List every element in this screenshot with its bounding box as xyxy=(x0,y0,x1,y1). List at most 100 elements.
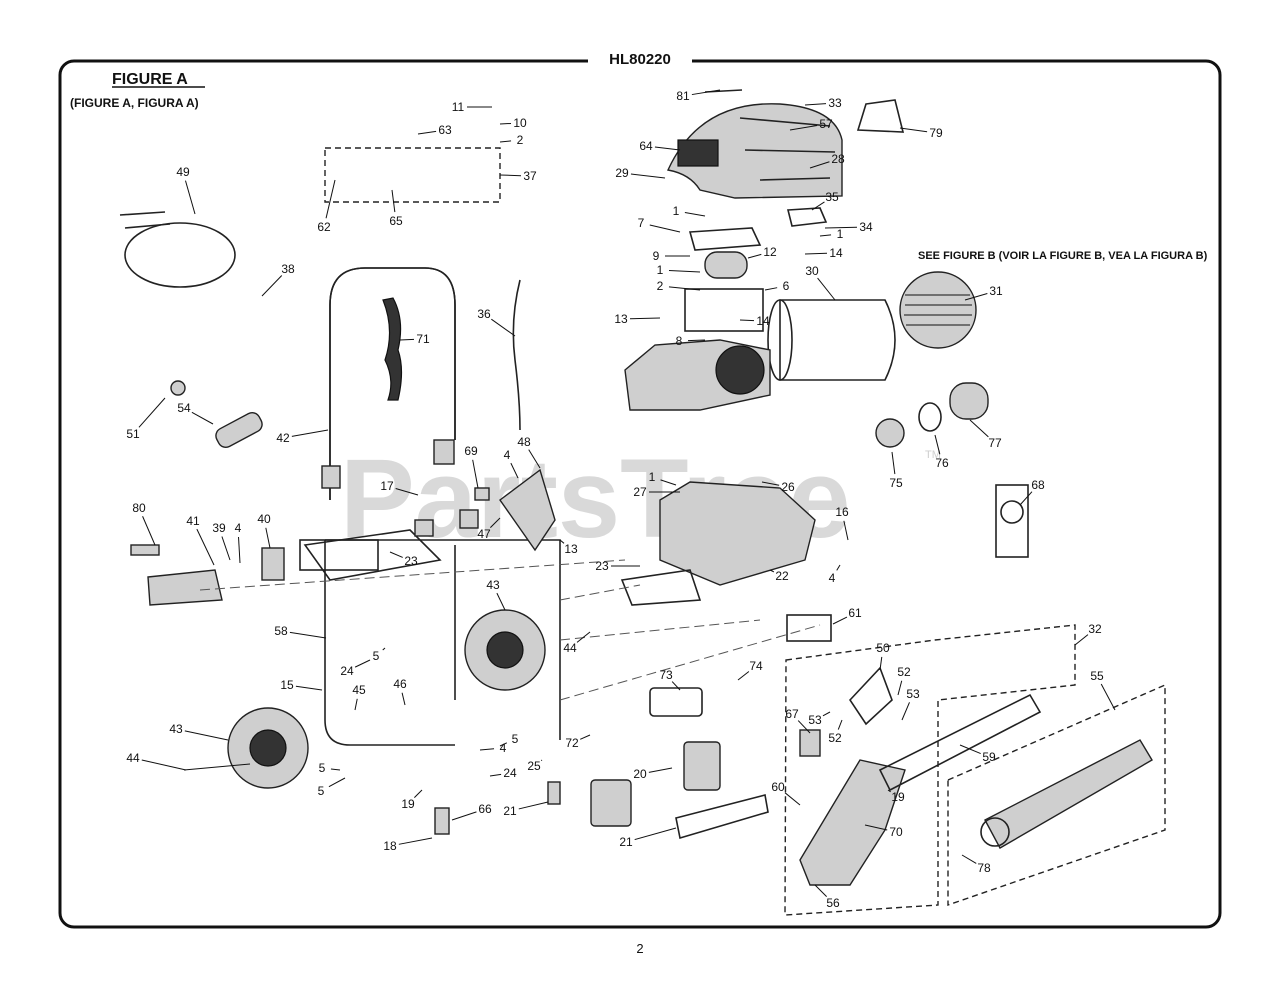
callout-75: 75 xyxy=(889,476,903,490)
callout-68: 68 xyxy=(1031,478,1045,492)
callout-71: 71 xyxy=(416,332,430,346)
label-79 xyxy=(856,99,905,133)
leader-line-1 xyxy=(668,269,701,273)
callout-4: 4 xyxy=(235,521,242,535)
callout-70: 70 xyxy=(889,825,903,839)
group-37 xyxy=(324,147,501,203)
leader-line-79 xyxy=(899,127,928,133)
leader-line-39 xyxy=(221,536,231,561)
leader-line-24 xyxy=(489,773,502,777)
leader-line-63 xyxy=(417,130,437,135)
callout-19: 19 xyxy=(891,790,905,804)
leader-line-68 xyxy=(1019,491,1033,506)
leader-line-52 xyxy=(897,680,903,696)
leader-line-38 xyxy=(261,275,283,297)
callout-21: 21 xyxy=(503,804,517,818)
leader-line-42 xyxy=(291,429,329,437)
callout-19: 19 xyxy=(401,797,415,811)
leader-line-4 xyxy=(510,462,519,479)
part-drawings xyxy=(119,89,1166,916)
holder-20a xyxy=(590,779,632,827)
leader-line-72 xyxy=(580,734,591,740)
leader-line-19 xyxy=(414,789,423,798)
label-80 xyxy=(130,544,160,556)
leader-line-4 xyxy=(836,564,841,571)
callout-8: 8 xyxy=(676,334,683,348)
callout-41: 41 xyxy=(186,514,200,528)
leader-line-10 xyxy=(499,122,512,125)
leader-line-75 xyxy=(891,451,896,475)
callout-18: 18 xyxy=(383,839,397,853)
callout-53: 53 xyxy=(906,687,920,701)
callout-4: 4 xyxy=(500,741,507,755)
leader-line-57 xyxy=(789,124,818,131)
leader-line-5 xyxy=(330,768,341,771)
leader-line-73 xyxy=(671,681,681,691)
callout-9: 9 xyxy=(653,249,660,263)
callout-72: 72 xyxy=(565,736,579,750)
callout-56: 56 xyxy=(826,896,840,910)
leader-line-67 xyxy=(797,720,811,734)
callout-55: 55 xyxy=(1090,669,1104,683)
bracket-40 xyxy=(261,547,285,581)
leader-line-26 xyxy=(761,481,780,486)
callout-79: 79 xyxy=(929,126,943,140)
callout-24: 24 xyxy=(503,766,517,780)
base-22 xyxy=(659,481,816,586)
callout-4: 4 xyxy=(829,571,836,585)
callout-66: 66 xyxy=(478,802,492,816)
leader-line-6 xyxy=(764,287,778,291)
leader-line-65 xyxy=(391,189,396,213)
leader-line-4 xyxy=(479,748,495,751)
callout-73: 73 xyxy=(659,668,673,682)
callout-2: 2 xyxy=(517,133,524,147)
callout-77: 77 xyxy=(988,436,1002,450)
callout-64: 64 xyxy=(639,139,653,153)
group-55 xyxy=(947,683,1166,906)
leader-line-28 xyxy=(809,161,830,169)
leader-line-80 xyxy=(142,516,156,546)
leader-line-69 xyxy=(472,459,479,489)
axle-44 xyxy=(183,763,251,771)
callout-59: 59 xyxy=(982,750,996,764)
callout-32: 32 xyxy=(1088,622,1102,636)
leader-line-40 xyxy=(265,527,271,549)
leader-line-1 xyxy=(660,479,677,486)
leader-line-60 xyxy=(784,792,801,806)
callout-43: 43 xyxy=(486,578,500,592)
leader-line-34 xyxy=(824,226,858,229)
leader-line-20 xyxy=(648,767,673,773)
label-61 xyxy=(786,614,832,642)
leader-line-29 xyxy=(630,173,666,179)
callout-60: 60 xyxy=(771,780,785,794)
page-number: 2 xyxy=(636,941,643,956)
leader-line-2 xyxy=(668,286,701,291)
callout-1: 1 xyxy=(657,263,664,277)
callout-50: 50 xyxy=(876,641,890,655)
leader-line-49 xyxy=(184,180,196,215)
clamp-73 xyxy=(649,687,703,717)
callout-53: 53 xyxy=(808,713,822,727)
callout-14: 14 xyxy=(829,246,843,260)
holder-20b xyxy=(683,741,721,791)
callout-58: 58 xyxy=(274,624,288,638)
leader-line-61 xyxy=(832,616,848,625)
leader-line-21 xyxy=(634,827,677,841)
callout-10: 10 xyxy=(513,116,527,130)
see-figure-b-note: SEE FIGURE B (VOIR LA FIGURE B, VEA LA F… xyxy=(918,250,1208,262)
leader-line-52 xyxy=(837,719,843,730)
label-78 xyxy=(675,794,769,840)
leader-line-35 xyxy=(811,201,825,211)
leader-line-17 xyxy=(395,488,419,496)
leader-line-55 xyxy=(1100,683,1116,711)
callout-22: 22 xyxy=(775,569,789,583)
leader-line-70 xyxy=(864,824,888,831)
leader-line-33 xyxy=(804,103,827,106)
leader-line-56 xyxy=(814,884,827,897)
leader-line-48 xyxy=(528,449,541,469)
figure-title: FIGURE A xyxy=(112,71,188,88)
leader-line-32 xyxy=(1074,634,1089,646)
callout-43: 43 xyxy=(169,722,183,736)
callout-15: 15 xyxy=(280,678,294,692)
